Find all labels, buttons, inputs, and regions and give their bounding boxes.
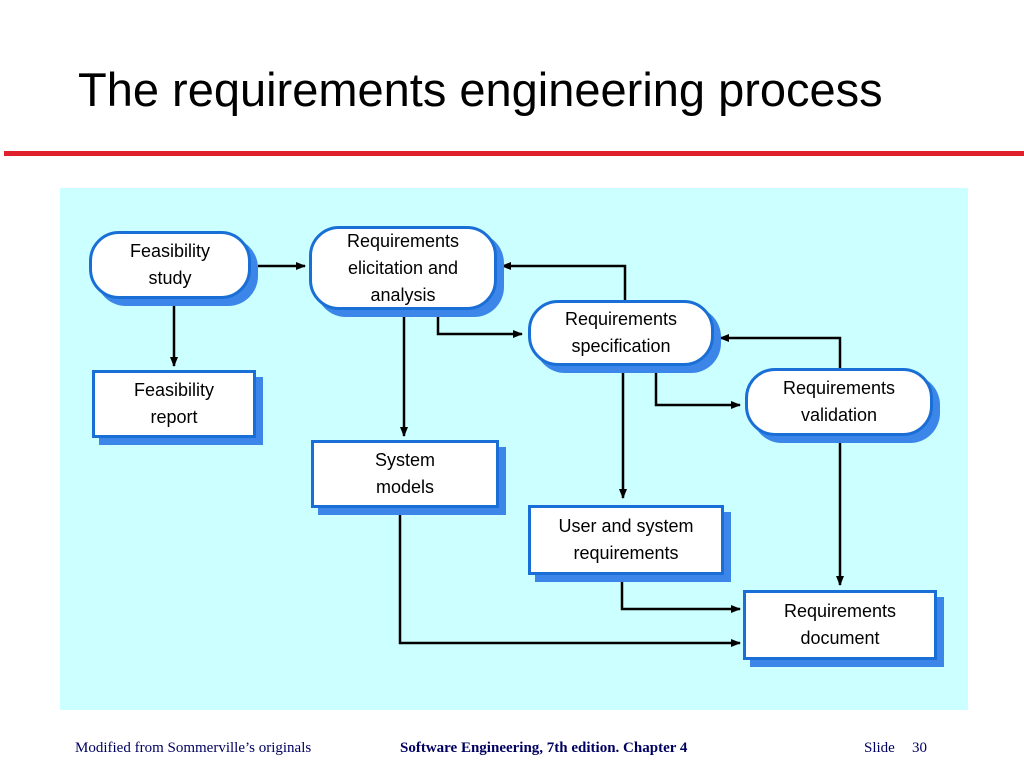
elicitation-analysis-label: Requirements elicitation and analysis bbox=[346, 230, 460, 305]
feasibility-study-node: Feasibility study bbox=[89, 231, 251, 299]
title-divider bbox=[4, 151, 1024, 156]
arrow-models-to-document bbox=[398, 508, 741, 647]
feasibility-report-node: Feasibility report bbox=[92, 370, 256, 438]
footer-credit: Modified from Sommerville’s originals bbox=[75, 740, 312, 756]
system-models-label: System models bbox=[374, 450, 435, 497]
system-models-node: System models bbox=[311, 440, 499, 508]
footer-slide-label: Slide bbox=[864, 740, 895, 756]
slide-title: The requirements engineering process bbox=[78, 63, 883, 116]
elicitation-analysis-node: Requirements elicitation and analysis bbox=[309, 226, 497, 310]
requirements-validation-node: Requirements validation bbox=[745, 368, 933, 436]
arrow-specification-to-validation bbox=[654, 369, 741, 409]
arrow-specification-to-elicitation bbox=[501, 262, 627, 300]
requirements-validation-label: Requirements validation bbox=[782, 378, 896, 425]
requirements-specification-node: Requirements specification bbox=[528, 300, 714, 366]
requirements-document-label: Requirements document bbox=[783, 601, 897, 648]
arrow-user-requirements-to-document bbox=[620, 575, 741, 613]
footer-slide-number: 30 bbox=[912, 740, 927, 756]
user-system-requirements-node: User and system requirements bbox=[528, 505, 724, 575]
feasibility-study-label: Feasibility study bbox=[129, 241, 211, 288]
footer-book-title: Software Engineering, 7th edition. Chapt… bbox=[400, 740, 688, 756]
arrow-validation-to-specification bbox=[719, 334, 842, 369]
requirements-specification-label: Requirements specification bbox=[564, 309, 678, 356]
user-system-requirements-label: User and system requirements bbox=[558, 516, 694, 563]
feasibility-report-label: Feasibility report bbox=[133, 380, 215, 427]
requirements-document-node: Requirements document bbox=[743, 590, 937, 660]
arrow-elicitation-to-specification bbox=[436, 313, 523, 338]
